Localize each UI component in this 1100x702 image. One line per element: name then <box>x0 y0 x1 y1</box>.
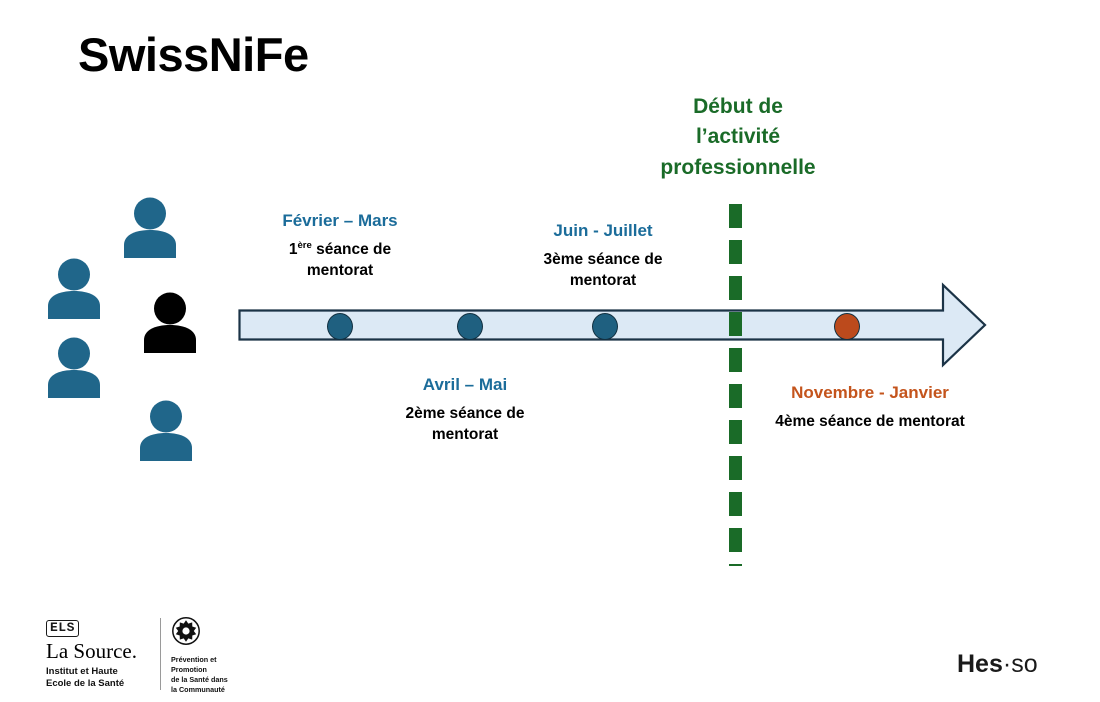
timeline-event-1-desc-prefix: 1 <box>288 241 298 259</box>
person-icon-1 <box>122 197 178 259</box>
milestone-heading: Début de l’activité professionnelle <box>614 92 862 183</box>
timeline-event-3-desc-line2: mentorat <box>569 272 637 290</box>
timeline-event-1-desc-rest: séance de <box>311 241 392 259</box>
logo-prevention-line4: la Communauté <box>171 684 225 694</box>
person-icon-5 <box>138 400 194 462</box>
logo-divider <box>160 618 161 690</box>
milestone-heading-line-2: l’activité <box>695 125 781 149</box>
timeline-event-1-description: 1ère séance de mentorat <box>260 240 420 282</box>
timeline-event-1-period: Février – Mars <box>282 211 398 230</box>
timeline-event-1: Février – Mars 1ère séance de mentorat <box>260 210 420 282</box>
logo-la-source-subtitle: Institut et Haute Ecole de la Santé <box>46 666 156 690</box>
logo-prevention-line3: de la Santé dans <box>171 674 228 684</box>
timeline-event-1-desc-line2: mentorat <box>306 262 374 280</box>
logo-la-source-subtitle-line2: Ecole de la Santé <box>46 677 125 689</box>
logo-hes-so-part1: Hes <box>957 650 1003 678</box>
logo-hes-so-part2: ·so <box>1002 650 1038 678</box>
logo-hes-so: Hes·so <box>957 650 1038 679</box>
timeline-dot-2 <box>457 313 483 340</box>
timeline-event-4-desc-line1: 4ème séance de mentorat <box>775 413 965 431</box>
timeline-event-3: Juin - Juillet 3ème séance de mentorat <box>523 220 683 292</box>
logo-prevention-subtitle: Prévention et Promotion de la Santé dans… <box>171 655 271 695</box>
timeline-event-3-period: Juin - Juillet <box>553 221 653 240</box>
timeline-event-4-description: 4ème séance de mentorat <box>750 412 990 433</box>
logo-prevention-line2: Promotion <box>171 664 207 674</box>
timeline-event-2-desc-line1: 2ème séance de <box>405 405 525 423</box>
timeline-event-4-period: Novembre - Janvier <box>791 383 949 402</box>
timeline-event-2: Avril – Mai 2ème séance de mentorat <box>385 374 545 446</box>
milestone-heading-line-1: Début de <box>693 95 783 118</box>
logo-la-source-subtitle-line1: Institut et Haute <box>46 665 118 677</box>
page-title: SwissNiFe <box>78 28 309 81</box>
timeline-dot-3 <box>592 313 618 340</box>
timeline-event-2-description: 2ème séance de mentorat <box>385 404 545 446</box>
timeline-event-2-period: Avril – Mai <box>422 375 508 394</box>
els-monogram-icon: ELS <box>46 620 79 637</box>
logo-prevention-line1: Prévention et <box>171 655 217 664</box>
person-icon-3 <box>142 292 198 354</box>
person-icon-2 <box>46 258 102 320</box>
timeline-dot-4 <box>834 313 860 340</box>
person-icon-4 <box>46 337 102 399</box>
timeline-event-3-desc-line1: 3ème séance de <box>543 251 663 269</box>
logo-prevention: Prévention et Promotion de la Santé dans… <box>171 616 271 695</box>
timeline-event-1-desc-sup: ère <box>297 240 312 252</box>
timeline-event-3-description: 3ème séance de mentorat <box>523 250 683 292</box>
logo-la-source: ELS La Source. Institut et Haute Ecole d… <box>46 618 156 689</box>
timeline-event-4: Novembre - Janvier 4ème séance de mentor… <box>750 382 990 433</box>
logo-la-source-name: La Source. <box>46 638 137 663</box>
gear-star-icon <box>171 617 201 650</box>
milestone-dashed-line <box>729 204 742 566</box>
milestone-heading-line-3: professionnelle <box>660 155 816 179</box>
timeline-event-2-desc-line2: mentorat <box>431 426 499 444</box>
timeline-dot-1 <box>327 313 353 340</box>
